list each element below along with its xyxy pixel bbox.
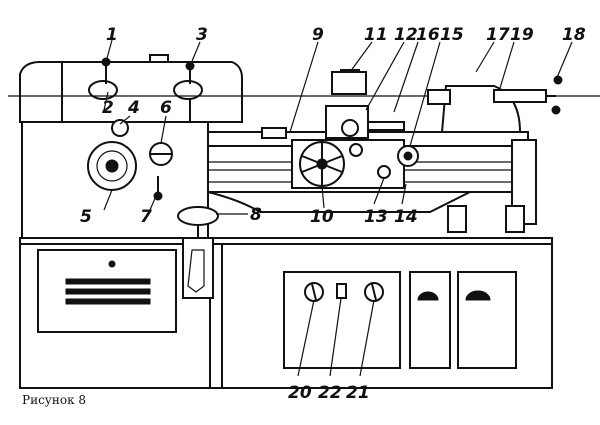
label-12: 12 — [394, 25, 418, 45]
cabinet-door-right — [457, 271, 517, 369]
vent-slot — [65, 288, 151, 295]
label-13: 13 — [364, 207, 388, 227]
label-20: 20 — [288, 383, 312, 403]
label-15: 15 — [440, 25, 464, 45]
machine-base — [19, 237, 553, 389]
label-19: 19 — [510, 25, 534, 45]
label-16: 16 — [416, 25, 440, 45]
label-10: 10 — [310, 207, 334, 227]
label-14: 14 — [394, 207, 418, 227]
label-2: 2 — [102, 98, 114, 118]
tool-post — [331, 71, 367, 95]
figure-caption: Рисунок 8 — [22, 393, 86, 407]
control-switches — [304, 282, 384, 302]
label-22: 22 — [318, 383, 342, 403]
label-1: 1 — [106, 25, 118, 45]
carriage — [291, 69, 405, 189]
label-5: 5 — [80, 207, 92, 227]
label-8: 8 — [250, 205, 262, 225]
leader-lines — [103, 39, 573, 377]
label-17: 17 — [486, 25, 510, 45]
apron-bottom — [177, 205, 525, 299]
label-11: 11 — [364, 25, 388, 45]
door-handle-icon — [417, 291, 439, 301]
label-4: 4 — [127, 98, 140, 118]
label-9: 9 — [312, 25, 324, 45]
label-21: 21 — [346, 383, 370, 403]
label-18: 18 — [562, 25, 586, 45]
cabinet-door-left — [409, 271, 451, 369]
label-3: 3 — [196, 25, 208, 45]
vent-slot — [65, 278, 151, 285]
label-7: 7 — [140, 207, 152, 227]
handwheel-8 — [177, 206, 219, 226]
headstock — [19, 54, 243, 239]
door-handle-icon — [465, 290, 491, 301]
label-6: 6 — [160, 98, 172, 118]
tailstock — [397, 75, 563, 167]
vent-slot — [65, 298, 151, 305]
